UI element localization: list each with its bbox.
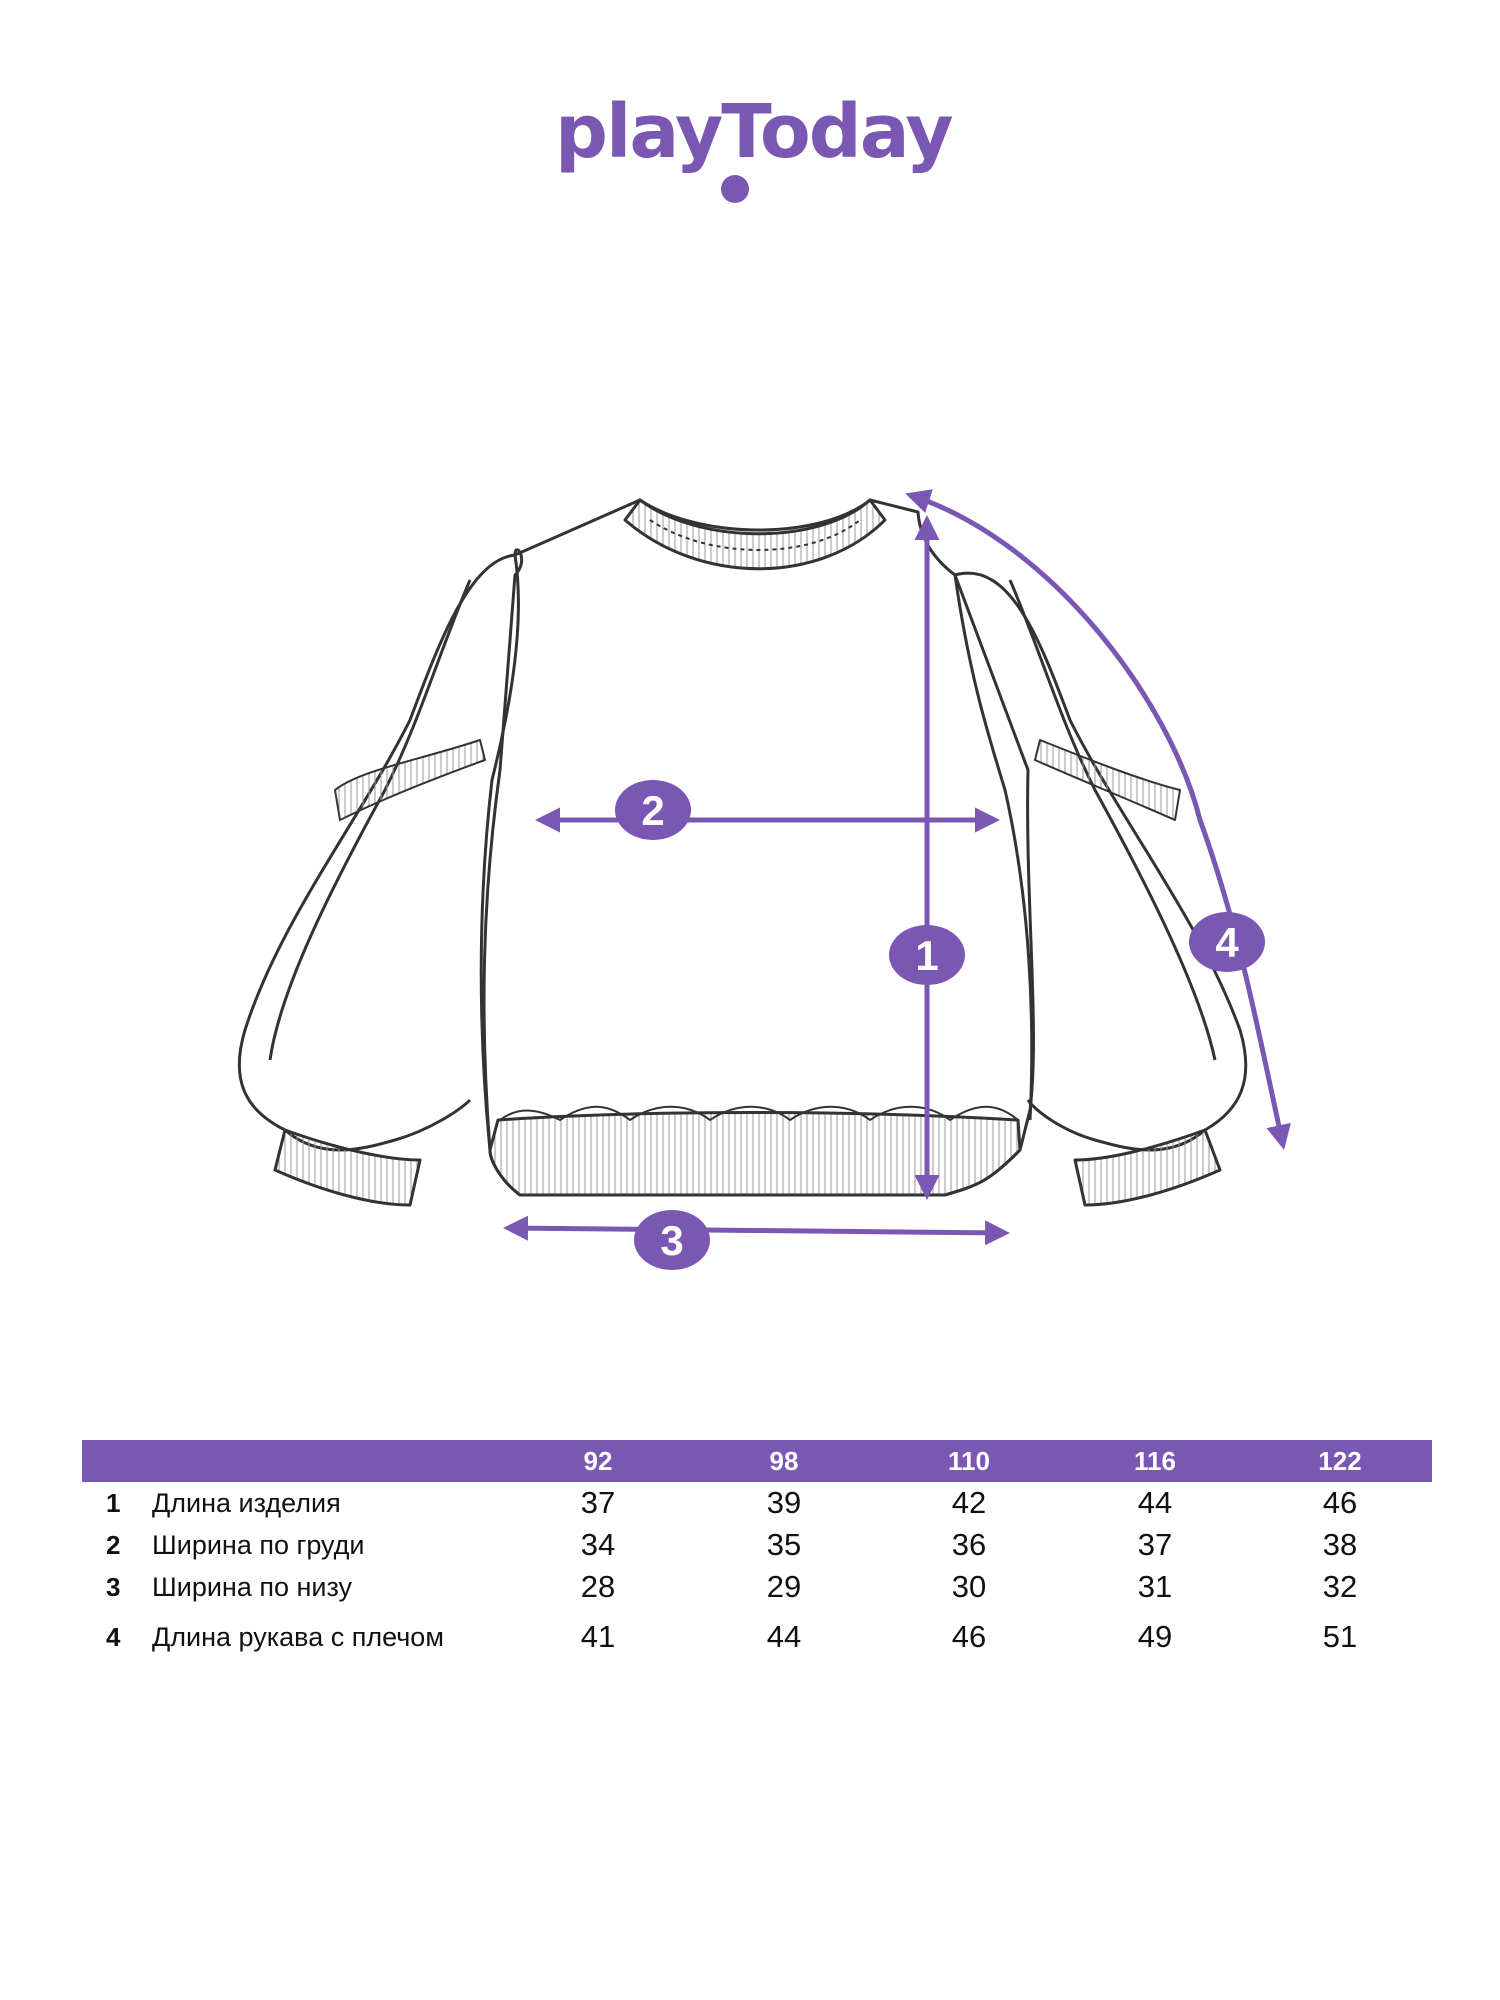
table-cell: 28 <box>580 1569 616 1604</box>
row-number: 3 <box>106 1572 121 1602</box>
marker-3: 3 <box>634 1210 710 1270</box>
row-label: Длина изделия <box>152 1488 341 1518</box>
arrow-sleeve-length <box>905 489 1291 1150</box>
table-cell: 51 <box>1322 1619 1358 1654</box>
table-cell: 44 <box>766 1619 802 1654</box>
row-number: 1 <box>106 1488 121 1518</box>
table-cell: 36 <box>951 1527 987 1562</box>
table-cell: 46 <box>1322 1485 1358 1520</box>
table-cell: 42 <box>951 1485 987 1520</box>
table-cell: 37 <box>580 1485 616 1520</box>
row-label: Длина рукава с плечом <box>152 1622 444 1652</box>
table-cell: 32 <box>1322 1569 1358 1604</box>
marker-4-label: 4 <box>1215 919 1239 966</box>
table-cell: 29 <box>766 1569 802 1604</box>
table-cell: 39 <box>766 1485 802 1520</box>
table-row: 4 Длина рукава с плечом 41 44 46 49 51 <box>82 1616 1432 1658</box>
row-label: Ширина по низу <box>152 1572 353 1602</box>
size-header-122: 122 <box>1318 1446 1362 1476</box>
table-cell: 30 <box>951 1569 987 1604</box>
table-row: 1 Длина изделия 37 39 42 44 46 <box>82 1482 1432 1524</box>
marker-2: 2 <box>615 780 691 840</box>
table-row: 3 Ширина по низу 28 29 30 31 32 <box>82 1566 1432 1608</box>
table-cell: 38 <box>1322 1527 1358 1562</box>
marker-4: 4 <box>1189 912 1265 972</box>
brand-logo: playToday <box>555 95 955 215</box>
size-header-116: 116 <box>1134 1446 1176 1476</box>
row-number: 4 <box>106 1622 121 1652</box>
size-table-header: 92 98 110 116 122 <box>82 1440 1432 1482</box>
table-cell: 35 <box>766 1527 802 1562</box>
table-row: 2 Ширина по груди 34 35 36 37 38 <box>82 1524 1432 1566</box>
brand-logo-text: playToday <box>555 89 954 175</box>
size-header-110: 110 <box>948 1446 990 1476</box>
garment-sketch: 1 2 3 4 <box>237 489 1291 1270</box>
measurement-arrows <box>503 489 1291 1246</box>
row-number: 2 <box>106 1530 121 1560</box>
table-cell: 37 <box>1137 1527 1173 1562</box>
sweatshirt-outline <box>237 498 1248 1207</box>
row-label: Ширина по груди <box>152 1530 365 1560</box>
size-header-98: 98 <box>769 1446 799 1476</box>
table-cell: 34 <box>580 1527 616 1562</box>
table-cell: 49 <box>1137 1619 1173 1654</box>
brand-logo-dot <box>721 175 749 203</box>
marker-1: 1 <box>889 925 965 985</box>
table-cell: 41 <box>580 1619 616 1654</box>
marker-2-label: 2 <box>641 787 664 834</box>
size-table: 92 98 110 116 122 1 Длина изделия 37 39 … <box>82 1440 1432 1658</box>
table-cell: 44 <box>1137 1485 1173 1520</box>
table-cell: 46 <box>951 1619 987 1654</box>
table-cell: 31 <box>1137 1569 1173 1604</box>
size-header-92: 92 <box>583 1446 613 1476</box>
marker-1-label: 1 <box>915 932 938 979</box>
arrow-hem-width <box>503 1215 1010 1246</box>
marker-3-label: 3 <box>660 1217 683 1264</box>
